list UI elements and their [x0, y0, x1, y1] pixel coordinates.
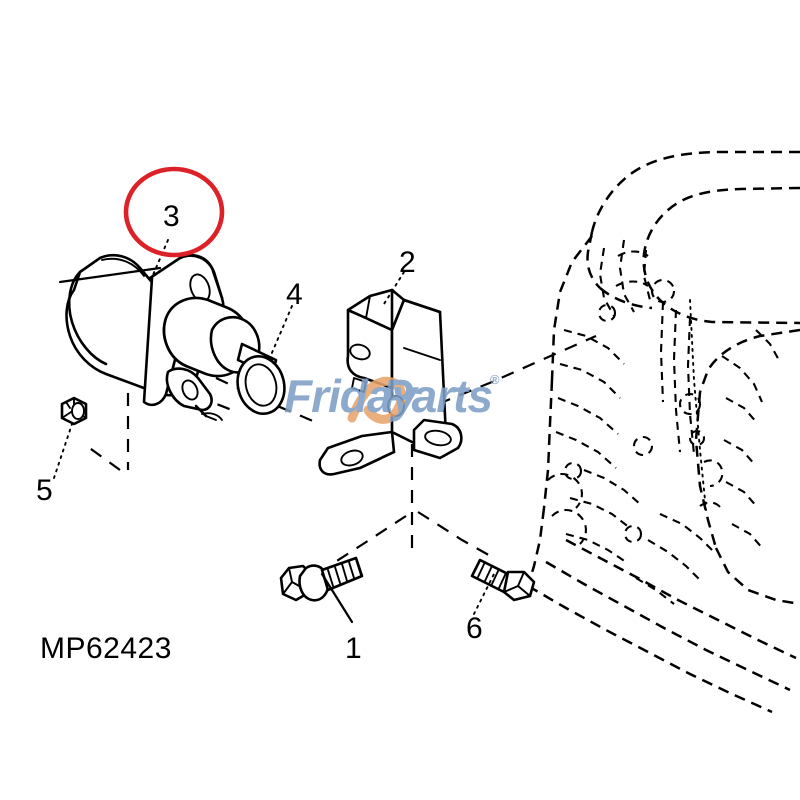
part-mounting-bracket[interactable]	[318, 288, 463, 476]
watermark-text-friday: Friday	[284, 370, 419, 422]
part-o-ring[interactable]	[232, 351, 291, 418]
watermark-fridayparts: Friday Parts ®	[284, 370, 500, 424]
callout-label-1: 1	[345, 632, 362, 665]
part-solenoid-actuator[interactable]	[65, 254, 278, 421]
part-number-label: MP62423	[40, 632, 172, 665]
watermark-text-parts: Parts	[382, 370, 492, 422]
callout-leader-lines	[53, 239, 495, 624]
callout-label-3: 3	[163, 200, 180, 233]
part-hex-bolt[interactable]	[470, 558, 536, 602]
watermark-accent	[347, 376, 406, 424]
watermark-registered-mark: ®	[490, 372, 500, 387]
callout-label-2: 2	[399, 246, 416, 279]
highlight-circle-part-3	[123, 166, 225, 258]
callout-label-5: 5	[36, 474, 53, 507]
part-hex-nut[interactable]	[60, 396, 88, 426]
callout-label-4: 4	[286, 278, 303, 311]
part-flanged-hex-bolt[interactable]	[279, 556, 364, 602]
callout-label-6: 6	[466, 612, 483, 645]
engine-block-phantom	[526, 150, 800, 714]
